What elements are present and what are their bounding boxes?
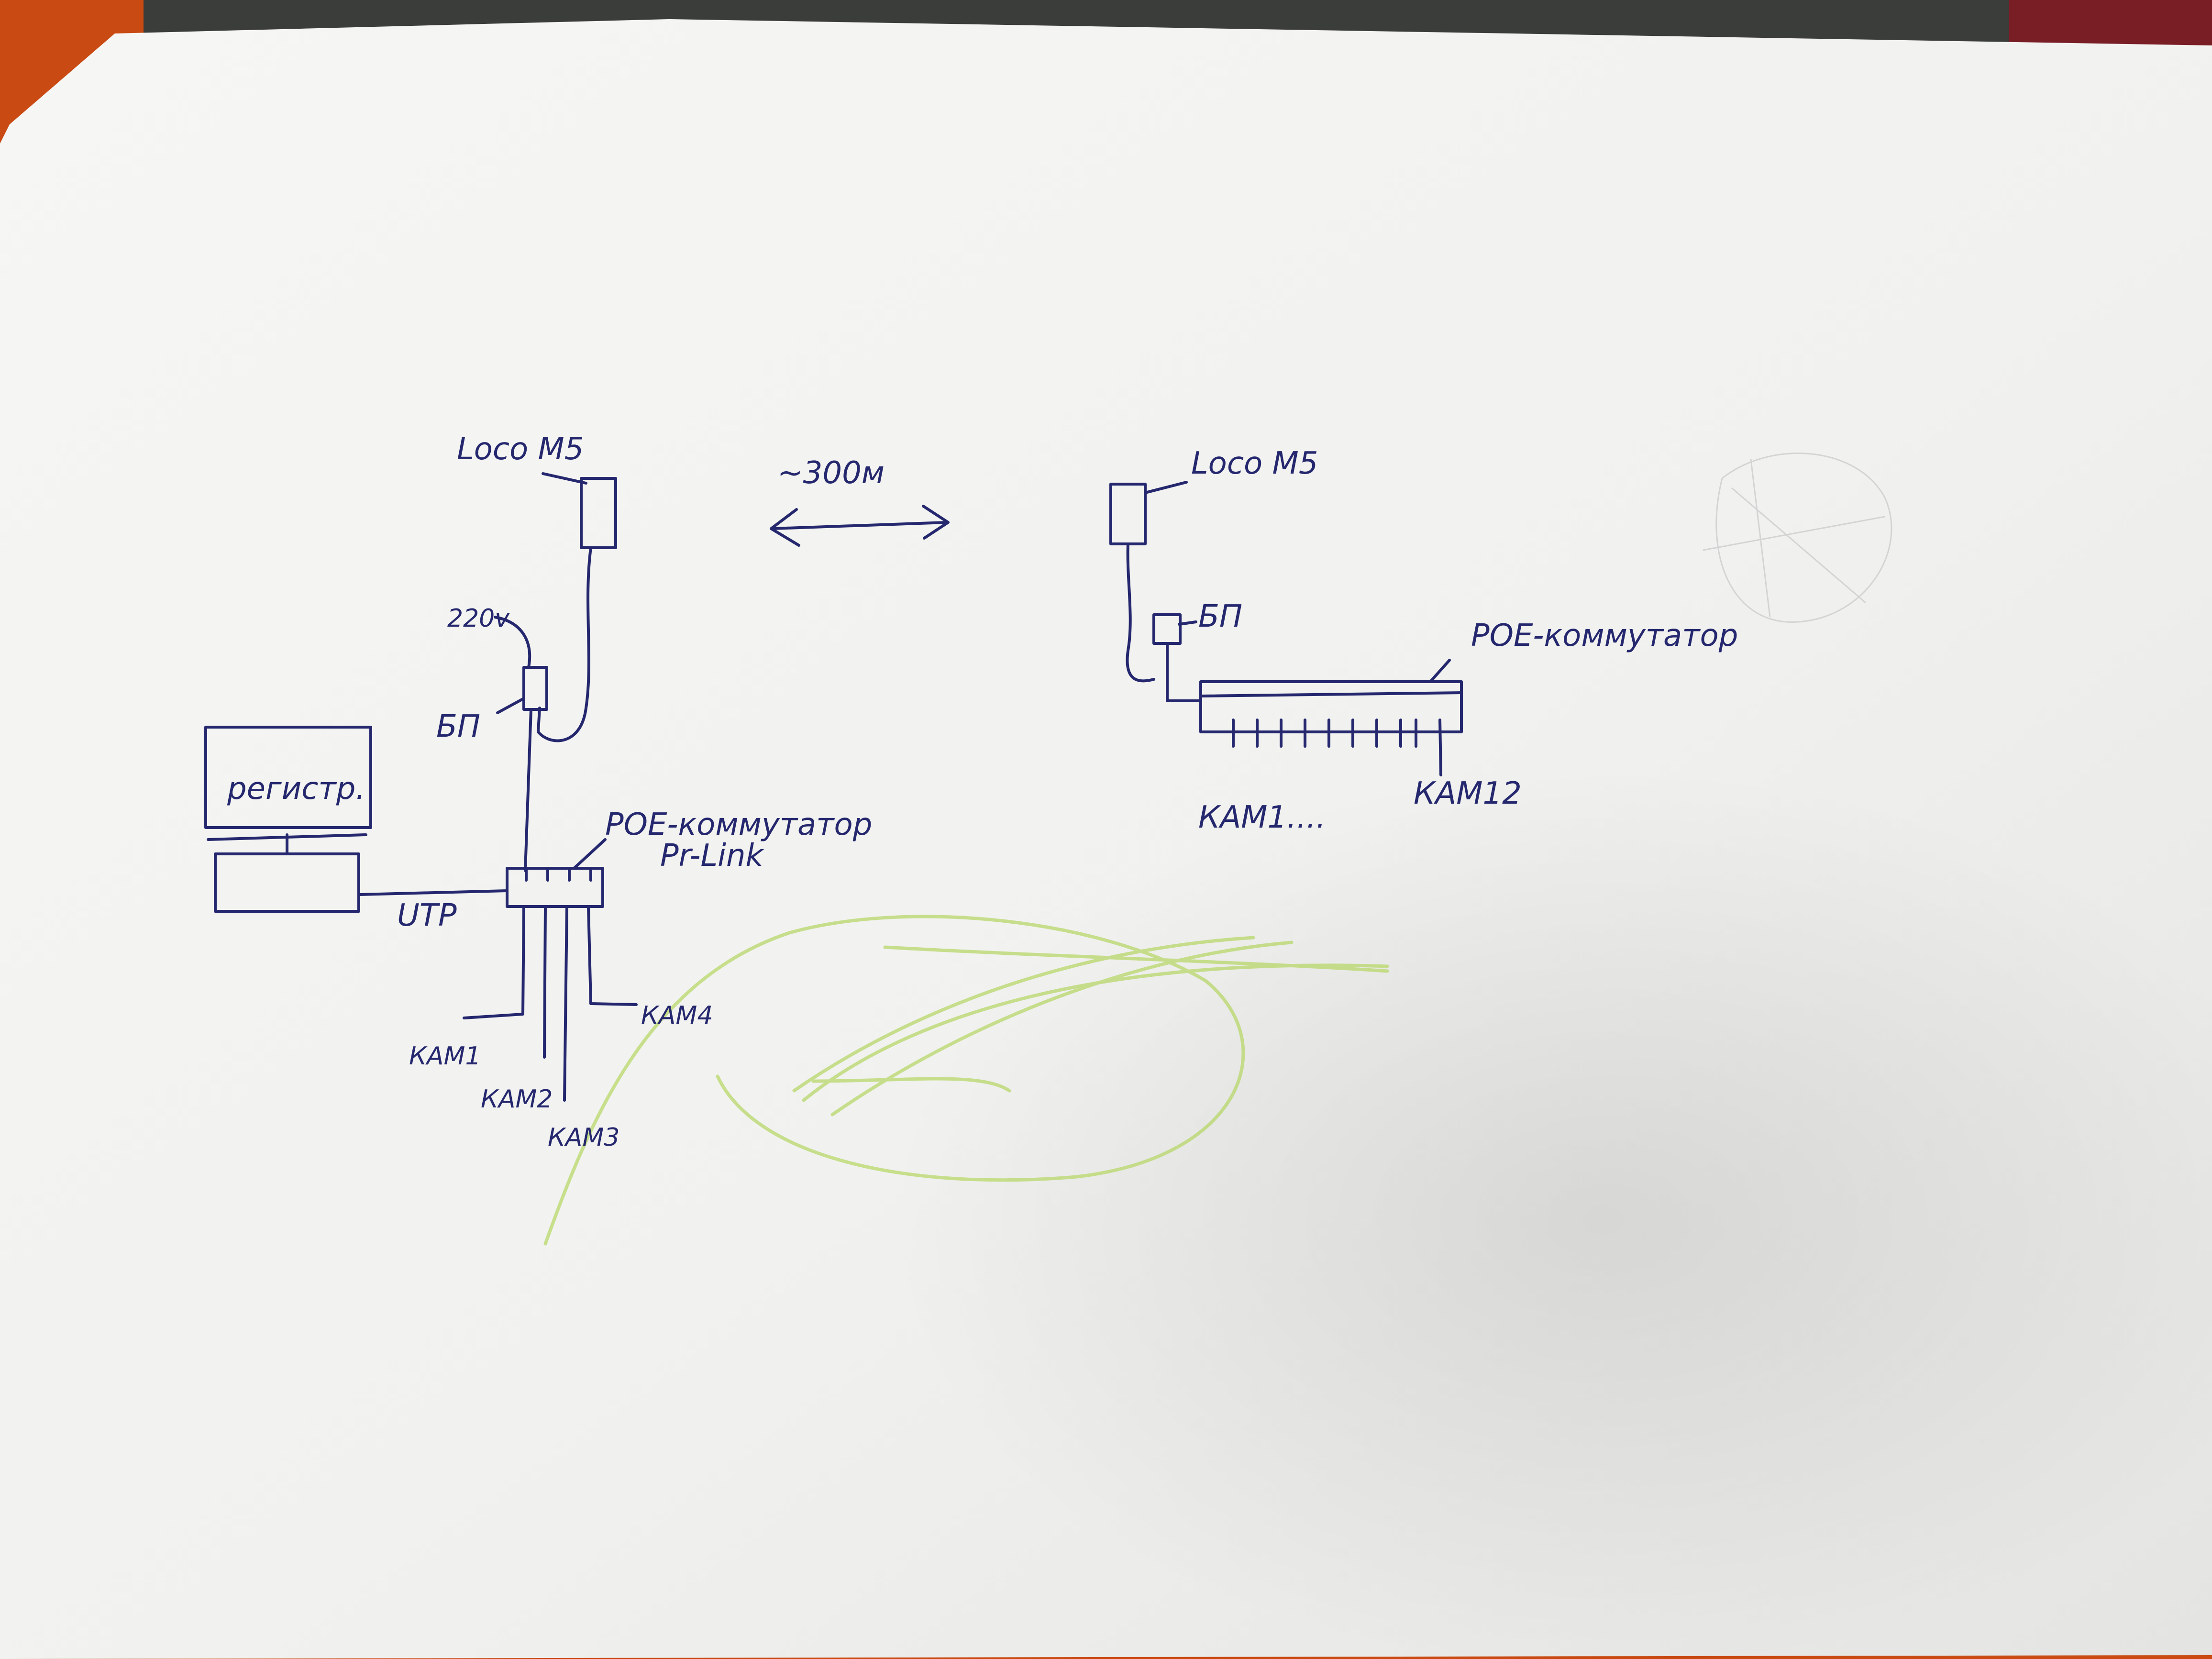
left-cam1-cable [463,905,525,1019]
left-site: Loco M5 220v БП регистр. UTP [204,431,872,1152]
wireless-link: ~300м [770,455,950,547]
right-cam-first-label: КАМ1.... [1198,800,1326,835]
left-antenna-box [580,477,617,549]
left-switch-label-2: Pr-Link [660,838,765,874]
left-camera-cables [463,905,638,1102]
left-recorder-unit [214,852,360,913]
link-distance-label: ~300м [777,455,885,491]
left-power-label: 220v [447,604,510,633]
left-switch-ports [525,867,592,882]
left-cam3-cable [563,905,568,1102]
right-switch-inner-line [1199,691,1463,697]
right-psu-label: БП [1198,599,1242,634]
right-poe-switch: POE-коммутатор [1199,618,1738,733]
left-cable-label: UTP [397,898,457,933]
right-switch-ports [1232,719,1442,776]
left-psu-box [522,666,548,711]
left-psu-label: БП [436,709,480,744]
left-psu-power-line [494,616,531,669]
right-switch-box [1199,680,1463,733]
right-psu-to-switch [1166,642,1202,702]
right-switch-leader [1429,659,1451,683]
left-antenna: Loco M5 [457,431,617,549]
left-switch-box [506,867,604,908]
left-psu-leader [496,697,525,714]
right-site: Loco M5 БП POE-коммутатор [1109,446,1738,835]
left-cam4-label: КАМ4 [641,1001,713,1030]
left-cam2-cable [543,905,547,1059]
left-poe-switch: POE-коммутатор Pr-Link [506,807,872,908]
left-antenna-leader [542,472,587,485]
left-recorder: регистр. [204,726,372,913]
left-cam4-cable [587,905,638,1006]
left-utp-cable [358,889,509,896]
link-double-arrow-shaft [771,521,949,530]
left-cam1-label: КАМ1 [409,1042,481,1071]
right-antenna-label: Loco M5 [1191,446,1318,481]
highlighter-scribble [543,915,1389,1246]
right-cam-last-label: КАМ12 [1414,776,1522,811]
link-arrowhead-left [770,508,800,547]
right-antenna-leader [1144,481,1188,494]
left-antenna-cable [537,546,592,742]
left-psu: 220v БП [436,604,548,744]
right-antenna-cable [1126,542,1155,683]
left-cam2-label: КАМ2 [481,1085,553,1114]
left-cam3-label: КАМ3 [548,1123,619,1152]
faint-pencil-mark [1703,453,1892,623]
left-switch-leader [573,838,607,870]
link-arrowhead-right [922,505,950,540]
right-switch-label: POE-коммутатор [1471,618,1738,653]
left-psu-to-switch [524,708,532,872]
left-recorder-monitor [204,726,372,829]
left-switch-label-1: POE-коммутатор [605,807,872,842]
left-antenna-label: Loco M5 [457,431,584,467]
right-psu-leader [1178,620,1197,626]
left-recorder-label: регистр. [227,771,365,807]
